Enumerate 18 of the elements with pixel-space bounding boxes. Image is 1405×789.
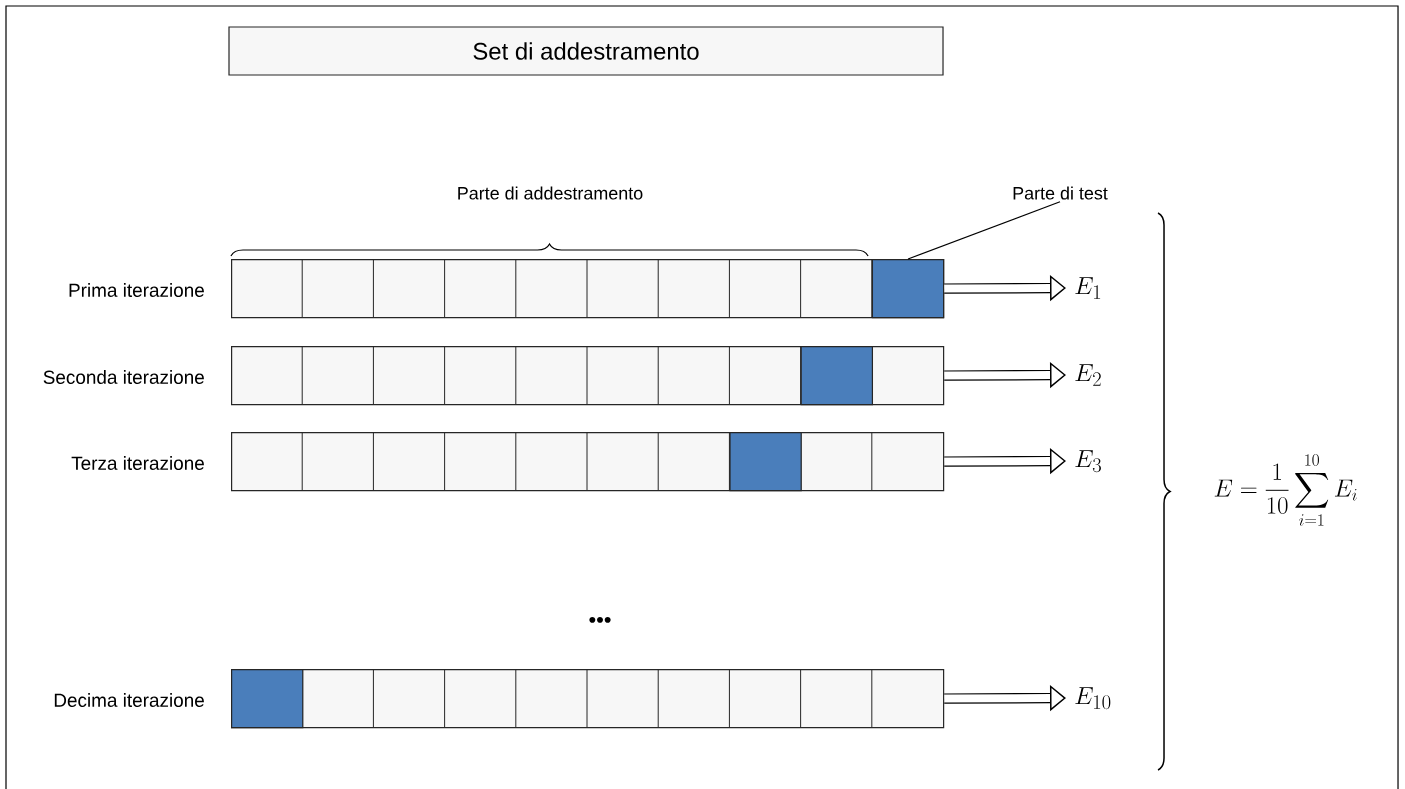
test-cell xyxy=(800,346,873,406)
brace-label: Parte di addestramento xyxy=(458,186,643,200)
test-cell xyxy=(231,669,304,729)
error-symbol: $E_{2}$ xyxy=(1075,364,1101,386)
row-label: Seconda iterazione xyxy=(43,370,204,384)
test-cell xyxy=(729,432,802,492)
row-label: Terza iterazione xyxy=(71,456,204,470)
row-label: Prima iterazione xyxy=(69,283,204,297)
test-cell xyxy=(871,259,945,319)
ellipsis: ••• xyxy=(589,616,611,623)
row-label: Decima iterazione xyxy=(54,693,204,707)
formula: $E = \frac{1}{10}\sum_{i=1}^{10}E_i$ xyxy=(1214,454,1357,526)
callout-label: Parte di test xyxy=(1013,186,1108,200)
error-symbol: $E_{1}$ xyxy=(1075,277,1101,299)
leader-line xyxy=(907,201,1061,260)
title-box: Set di addestramento xyxy=(228,26,944,76)
error-symbol: $E_{10}$ xyxy=(1075,687,1111,710)
error-symbol: $E_{3}$ xyxy=(1075,450,1101,473)
